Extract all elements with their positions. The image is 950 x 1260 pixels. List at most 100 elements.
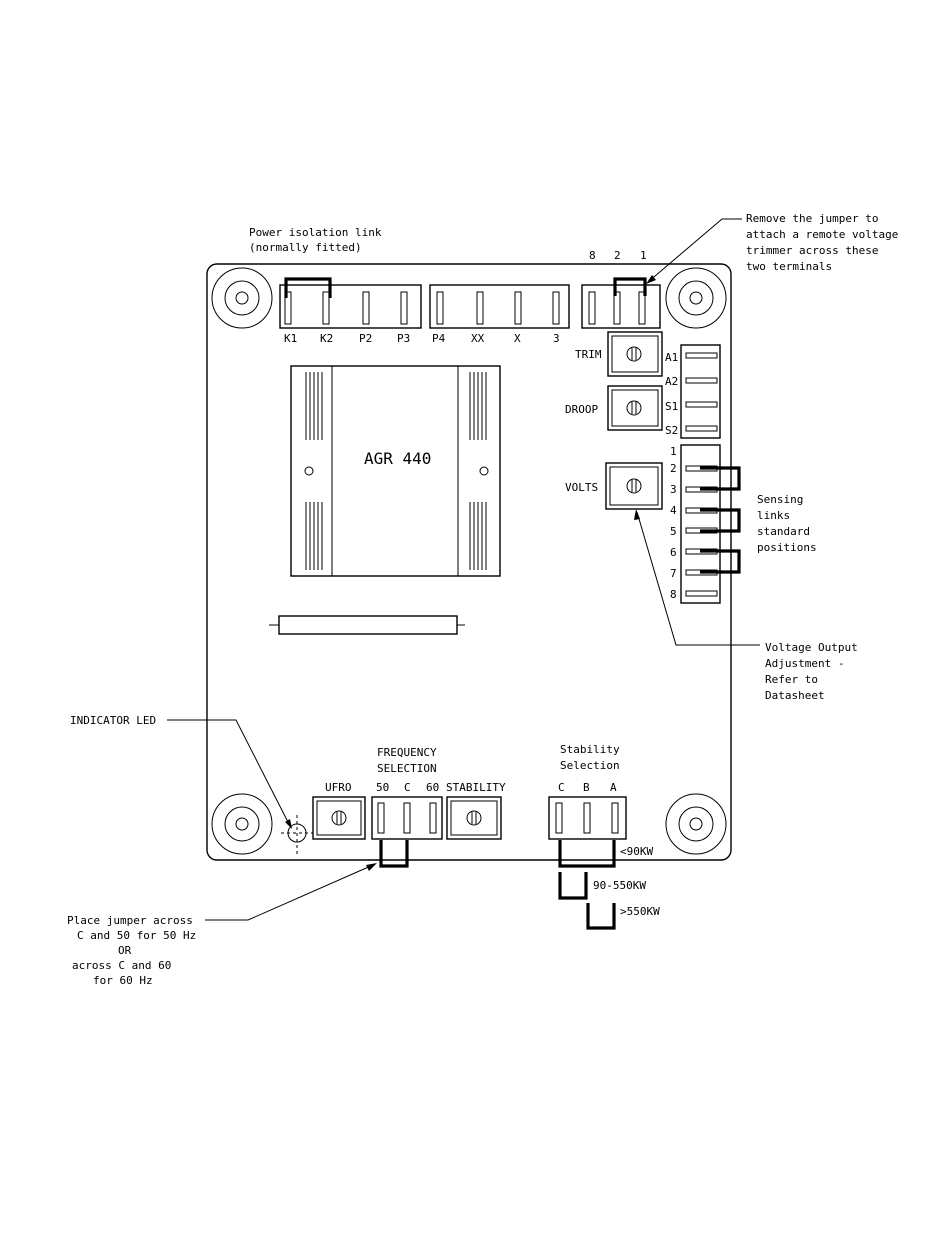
power-isolation-callout-line2: (normally fitted)	[249, 241, 362, 254]
sensing-terminal-2: 2	[670, 462, 677, 475]
indicator-led	[281, 815, 313, 855]
remove-jumper-line1: Remove the jumper to	[746, 212, 878, 225]
kw-range-lt90: <90KW	[620, 845, 653, 858]
sensing-terminal-3: 3	[670, 483, 677, 496]
remove-jumper-arrowhead	[646, 275, 656, 284]
ufro-pot-adjuster[interactable]	[331, 810, 347, 826]
indicator-led-leader	[167, 719, 291, 827]
kw-range-gt550: >550KW	[620, 905, 660, 918]
voltage-output-line1: Voltage Output	[765, 641, 858, 654]
volts-pot-adjuster[interactable]	[626, 478, 642, 494]
ufro-pot-label: UFRO	[325, 781, 352, 794]
voltage-output-arrowhead	[634, 509, 640, 520]
terminal-label-p2: P2	[359, 332, 372, 345]
component-bar	[269, 615, 465, 635]
place-jumper-line5: for 60 Hz	[93, 974, 153, 987]
sensing-links-line2: links	[757, 509, 790, 522]
droop-pot[interactable]	[607, 385, 663, 431]
stability-pot[interactable]	[446, 796, 502, 840]
stability-jumper-90-550	[558, 872, 588, 900]
terminal-label-xx: XX	[471, 332, 485, 345]
transformer-screw-left	[304, 466, 314, 476]
transformer-block	[290, 365, 501, 577]
stability-pot-label: STABILITY	[446, 781, 506, 794]
voltage-output-leader	[636, 511, 760, 646]
place-jumper-line4: across C and 60	[72, 959, 171, 972]
terminal-block-top-mid	[429, 284, 570, 329]
sensing-links-line4: positions	[757, 541, 817, 554]
terminal-label-a1: A1	[665, 351, 678, 364]
terminal-block-sensing	[680, 444, 741, 604]
voltage-output-line4: Datasheet	[765, 689, 825, 702]
indicator-led-label: INDICATOR LED	[70, 714, 156, 727]
mounting-hole-bottom-left	[211, 793, 273, 855]
frequency-selection-terminal	[371, 796, 443, 868]
kw-range-90-550: 90-550KW	[593, 879, 646, 892]
stability-selection-line2: Selection	[560, 759, 620, 772]
board-outline	[206, 263, 732, 861]
transformer-screw-right	[479, 466, 489, 476]
stability-selection-line1: Stability	[560, 743, 620, 756]
place-jumper-arrowhead	[366, 863, 377, 871]
remove-jumper-leader	[647, 218, 742, 283]
trim-pot-label: TRIM	[575, 348, 602, 361]
stability-terminal-a: A	[610, 781, 617, 794]
voltage-output-line3: Refer to	[765, 673, 818, 686]
sensing-terminal-4: 4	[670, 504, 677, 517]
terminal-label-8-top: 8	[589, 249, 596, 262]
place-jumper-line1: Place jumper across	[67, 914, 193, 927]
board-model-label: AGR 440	[364, 449, 431, 468]
terminal-label-x: X	[514, 332, 521, 345]
sensing-terminal-6: 6	[670, 546, 677, 559]
terminal-label-k1: K1	[284, 332, 297, 345]
stability-terminal-b: B	[583, 781, 590, 794]
ufro-pot[interactable]	[312, 796, 366, 840]
sensing-terminal-5: 5	[670, 525, 677, 538]
volts-pot-label: VOLTS	[565, 481, 598, 494]
remote-trimmer-jumper	[613, 277, 647, 296]
droop-pot-adjuster[interactable]	[626, 400, 642, 416]
sensing-terminal-7: 7	[670, 567, 677, 580]
remove-jumper-line4: two terminals	[746, 260, 832, 273]
place-jumper-line2: C and 50 for 50 Hz	[77, 929, 196, 942]
mounting-hole-bottom-right	[665, 793, 727, 855]
terminal-label-3: 3	[553, 332, 560, 345]
stability-selection-terminal	[548, 796, 627, 930]
sensing-jumper-4-5	[700, 508, 741, 533]
sensing-links-line3: standard	[757, 525, 810, 538]
place-jumper-line3: OR	[118, 944, 132, 957]
stability-jumper-lt90	[558, 840, 616, 868]
sensing-links-line1: Sensing	[757, 493, 803, 506]
terminal-label-1-top: 1	[640, 249, 647, 262]
mounting-hole-top-left	[211, 267, 273, 329]
voltage-output-line2: Adjustment -	[765, 657, 844, 670]
terminal-label-p4: P4	[432, 332, 446, 345]
frequency-jumper	[379, 840, 409, 868]
droop-pot-label: DROOP	[565, 403, 598, 416]
terminal-block-remote-trimmer	[581, 277, 661, 329]
trim-pot-adjuster[interactable]	[626, 346, 642, 362]
terminal-block-trim-droop	[680, 344, 721, 439]
frequency-terminal-c: C	[404, 781, 411, 794]
remove-jumper-line3: trimmer across these	[746, 244, 878, 257]
power-isolation-jumper	[284, 277, 332, 298]
sensing-jumper-2-3	[700, 466, 741, 491]
frequency-terminal-60: 60	[426, 781, 439, 794]
sensing-terminal-8: 8	[670, 588, 677, 601]
trim-pot[interactable]	[607, 331, 663, 377]
stability-jumper-gt550	[586, 903, 616, 930]
frequency-selection-line1: FREQUENCY	[377, 746, 437, 759]
stability-terminal-c: C	[558, 781, 565, 794]
indicator-led-arrowhead	[285, 819, 292, 829]
terminal-block-top-left	[279, 277, 422, 329]
stability-pot-adjuster[interactable]	[466, 810, 482, 826]
frequency-terminal-50: 50	[376, 781, 389, 794]
sensing-jumper-6-7	[700, 549, 741, 574]
terminal-label-2-top: 2	[614, 249, 621, 262]
terminal-label-s1: S1	[665, 400, 678, 413]
place-jumper-leader	[205, 864, 374, 921]
volts-pot[interactable]	[605, 462, 663, 510]
mounting-hole-top-right	[665, 267, 727, 329]
frequency-selection-line2: SELECTION	[377, 762, 437, 775]
